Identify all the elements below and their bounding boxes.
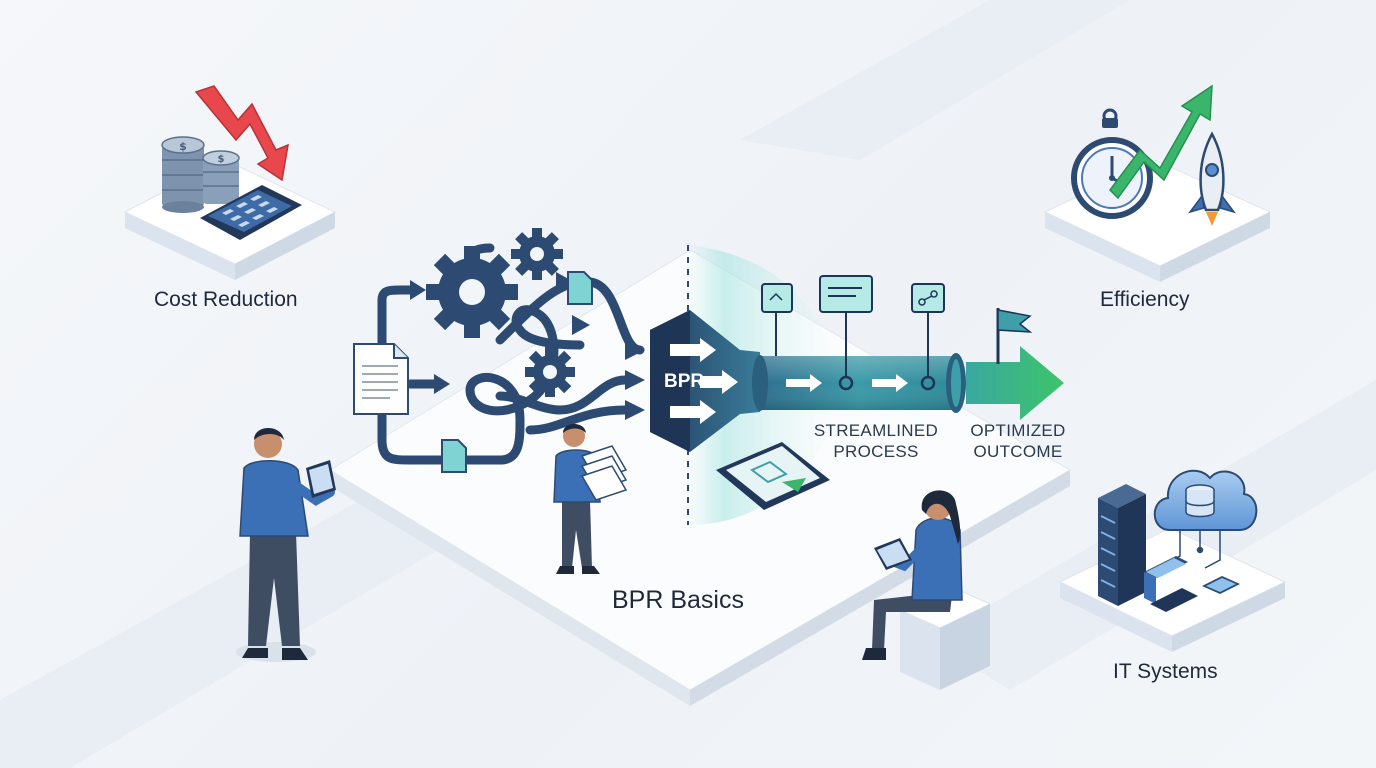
coin-stack-icon: $ $ — [161, 136, 240, 213]
efficiency-group — [1043, 84, 1272, 282]
cost-reduction-group: $ $ — [123, 85, 337, 280]
optimized-outcome-label: OPTIMIZED OUTCOME — [966, 420, 1070, 462]
it-systems-label: IT Systems — [1113, 660, 1218, 683]
analyst-person — [236, 428, 336, 662]
gear-icon — [525, 347, 575, 397]
up-trend-arrow-icon — [1109, 84, 1213, 200]
optimized-line-1: OPTIMIZED — [970, 421, 1066, 440]
document-icon — [441, 439, 467, 473]
streamlined-line-2: PROCESS — [833, 442, 919, 461]
stage-cards — [761, 275, 945, 377]
stage-card-icon — [911, 283, 945, 313]
stopwatch-icon — [1071, 108, 1153, 219]
gear-icon — [511, 228, 563, 280]
rocket-icon — [1188, 131, 1236, 226]
down-trend-arrow-icon — [194, 85, 289, 182]
it-systems-group — [1058, 469, 1287, 652]
bpr-funnel-label: BPR — [664, 371, 705, 392]
gear-icon — [426, 246, 518, 338]
document-icon — [580, 445, 628, 501]
cost-reduction-label: Cost Reduction — [154, 288, 298, 311]
diagram-title: BPR Basics — [612, 586, 744, 614]
svg-text:$: $ — [179, 140, 187, 153]
outcome-arrow-icon — [966, 346, 1064, 420]
phone-icon — [1202, 576, 1240, 594]
svg-text:$: $ — [218, 154, 225, 165]
document-icon — [353, 343, 409, 415]
tablet-icon — [716, 442, 830, 510]
clerk-person — [553, 424, 628, 574]
streamlined-line-1: STREAMLINED — [813, 421, 939, 440]
laptop-icon — [1144, 556, 1198, 612]
document-icon — [567, 271, 593, 305]
streamlined-process-label: STREAMLINED PROCESS — [810, 420, 942, 462]
stage-card-icon — [761, 283, 793, 313]
streamlined-pipe — [752, 353, 966, 413]
stage-card-icon — [819, 275, 873, 313]
flow-arrowheads — [410, 272, 645, 420]
efficiency-label: Efficiency — [1100, 288, 1190, 311]
optimized-line-2: OUTCOME — [973, 442, 1063, 461]
bpr-funnel — [650, 310, 760, 452]
seated-person — [862, 490, 992, 690]
cloud-database-icon — [1153, 469, 1258, 531]
server-rack-icon — [1098, 484, 1146, 606]
calculator-icon — [200, 185, 302, 240]
flag-icon — [996, 308, 1033, 364]
